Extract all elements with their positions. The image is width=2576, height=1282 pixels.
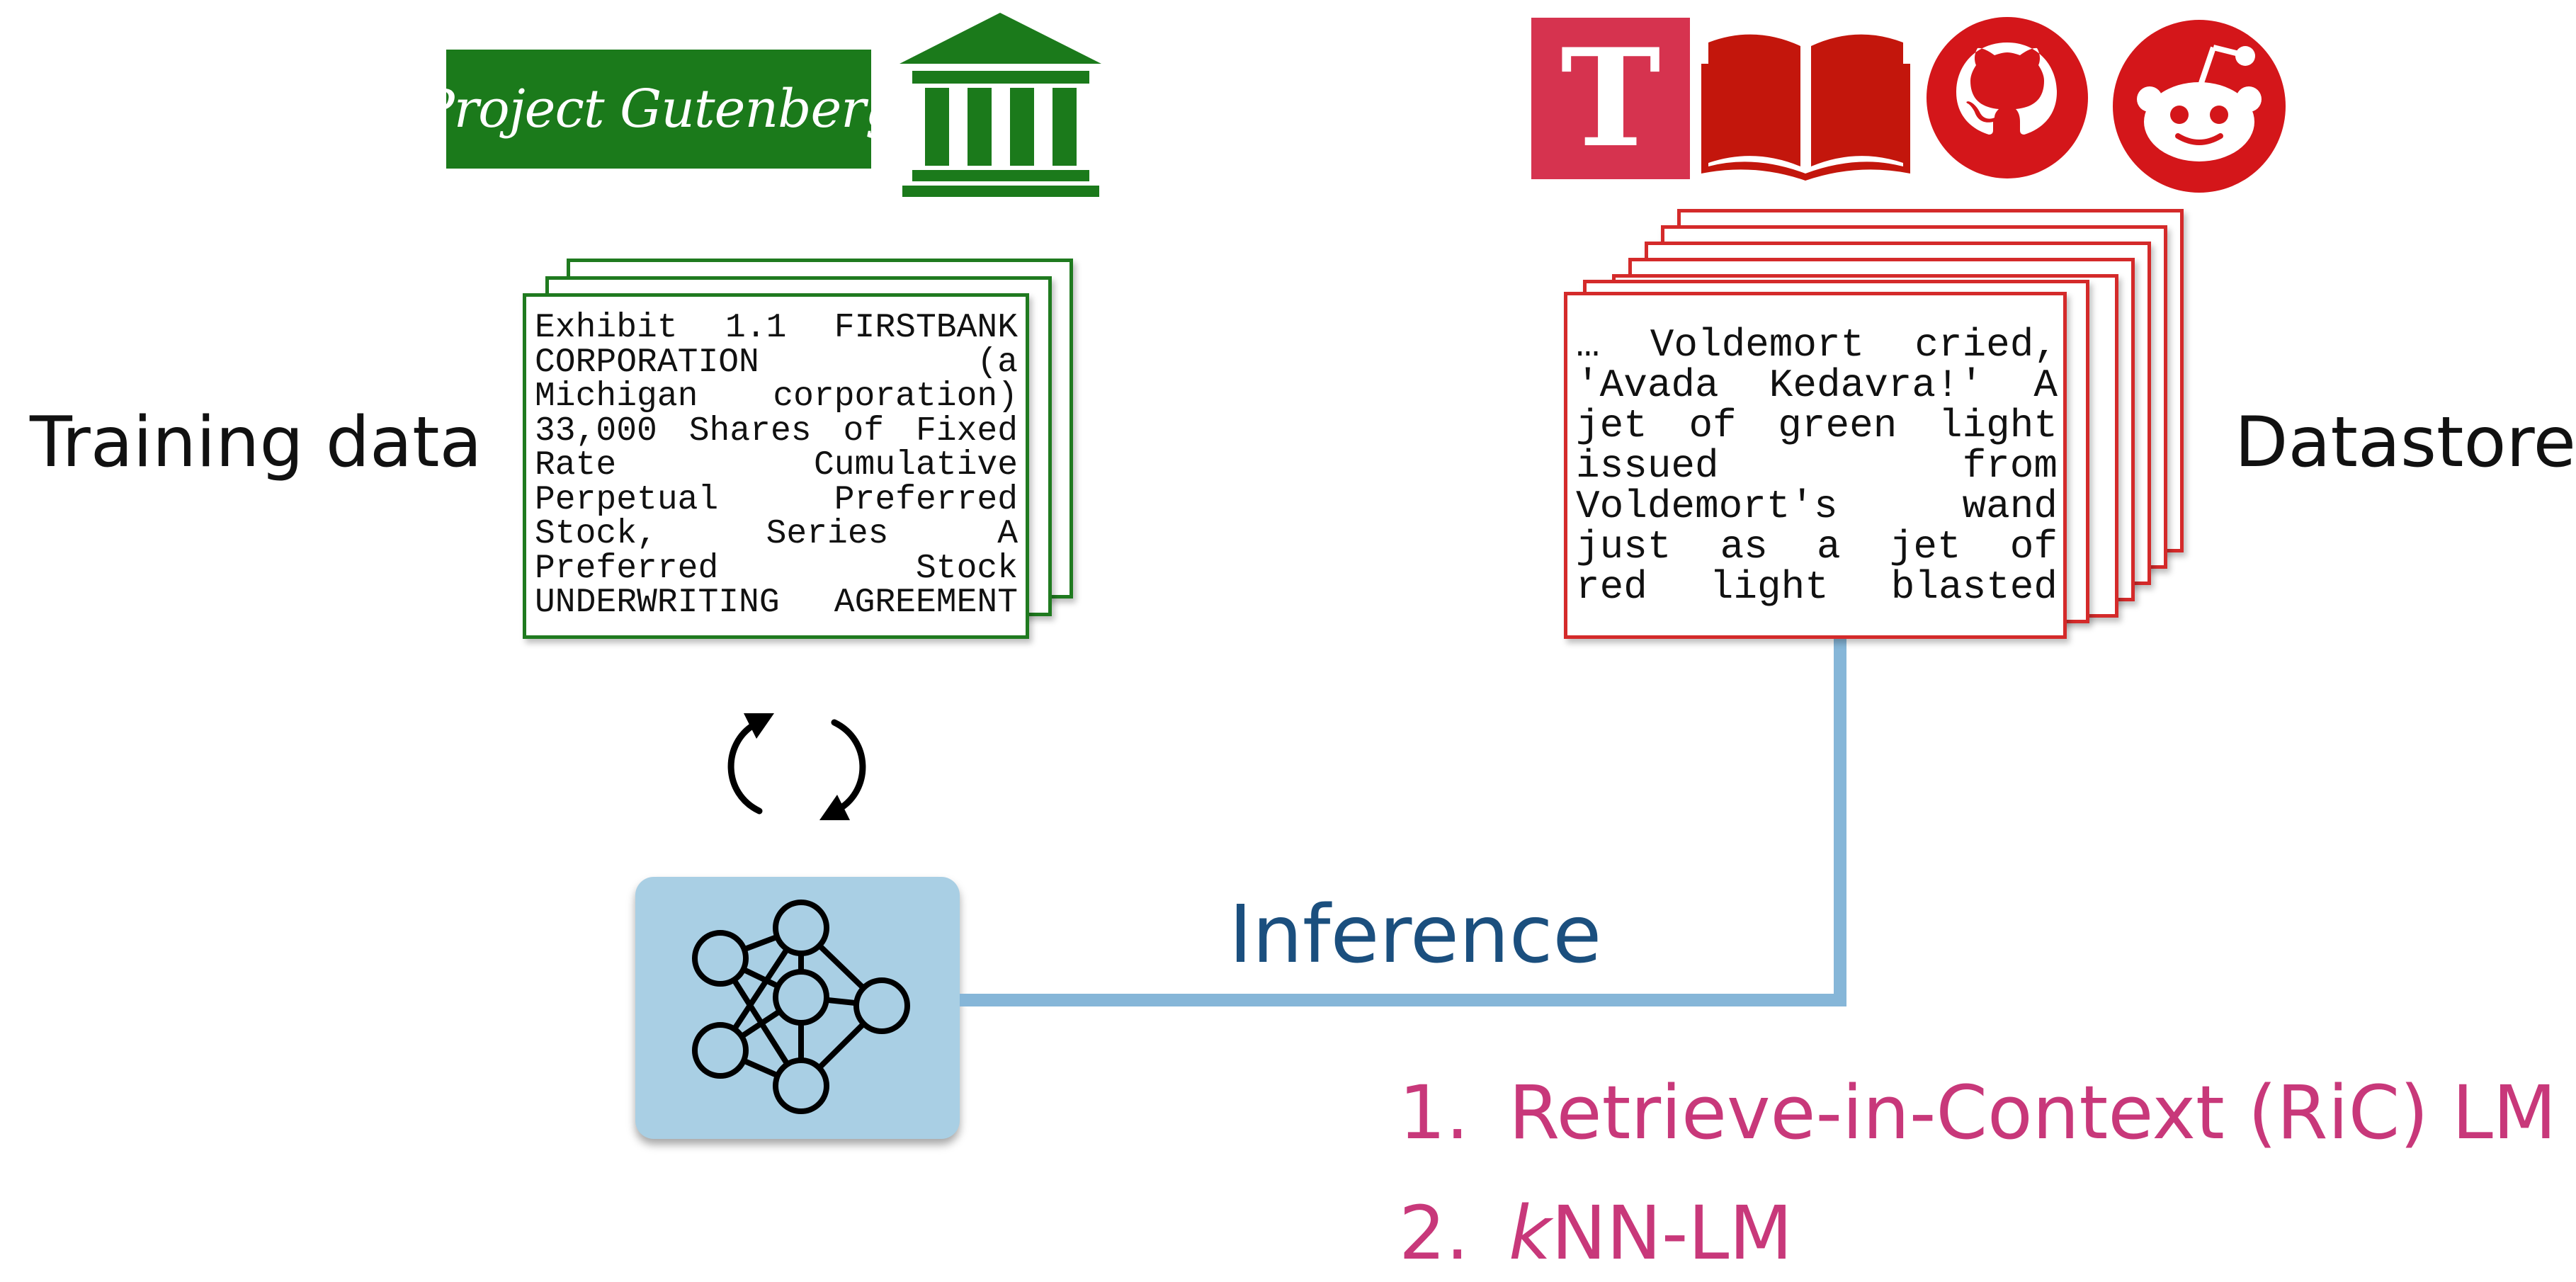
- training-document-line: Preferred Stock: [535, 551, 1018, 586]
- training-document-line: Rate Cumulative: [535, 448, 1018, 483]
- method-item-2-number: 2.: [1399, 1190, 1470, 1276]
- training-document-line: UNDERWRITING AGREEMENT: [535, 586, 1018, 620]
- method-item-1-number: 1.: [1399, 1070, 1470, 1156]
- courthouse-icon: [900, 13, 1101, 197]
- method-item-2-label: NN-LM: [1551, 1190, 1793, 1276]
- datastore-document-line: red light blasted: [1576, 567, 2058, 608]
- method-item-1-label: Retrieve-in-Context (RiC) LM: [1509, 1070, 2557, 1156]
- training-document-line: Exhibit 1.1 FIRSTBANK: [535, 311, 1018, 346]
- open-book-icon: [1701, 34, 1910, 181]
- datastore-document-line: … Voldemort cried,: [1576, 325, 2058, 365]
- svg-text:T: T: [1560, 19, 1660, 177]
- cycle-arrows-icon: [727, 713, 866, 820]
- datastore-document-line: issued from: [1576, 446, 2058, 487]
- training-document-line: CORPORATION (a: [535, 345, 1018, 380]
- method-item-2: 2. kNN-LM: [1399, 1190, 1793, 1276]
- method-item-2-italic-prefix: k: [1509, 1190, 1552, 1276]
- project-gutenberg-logo: Project Gutenberg: [419, 50, 899, 169]
- github-icon: [1927, 17, 2088, 178]
- reddit-icon: [2113, 20, 2286, 193]
- datastore-document-line: 'Avada Kedavra!' A: [1576, 365, 2058, 406]
- datastore-document-line: just as a jet of: [1576, 527, 2058, 567]
- neural-network-icon: [692, 900, 910, 1114]
- new-york-times-icon: T: [1531, 18, 1690, 179]
- training-document-line: 33,000 Shares of Fixed: [535, 414, 1018, 448]
- training-document-line: Michigan corporation): [535, 380, 1018, 414]
- datastore-label: Datastore: [2235, 402, 2576, 483]
- training-document-line: Stock, Series A: [535, 517, 1018, 552]
- inference-label: Inference: [1229, 889, 1602, 981]
- datastore-document-line: Voldemort's wand: [1576, 487, 2058, 527]
- datastore-document-line: jet of green light: [1576, 406, 2058, 446]
- training-document-line: Perpetual Preferred: [535, 482, 1018, 517]
- language-model-box: [635, 877, 960, 1139]
- training-data-label: Training data: [30, 402, 482, 483]
- method-item-1: 1. Retrieve-in-Context (RiC) LM: [1399, 1070, 2557, 1156]
